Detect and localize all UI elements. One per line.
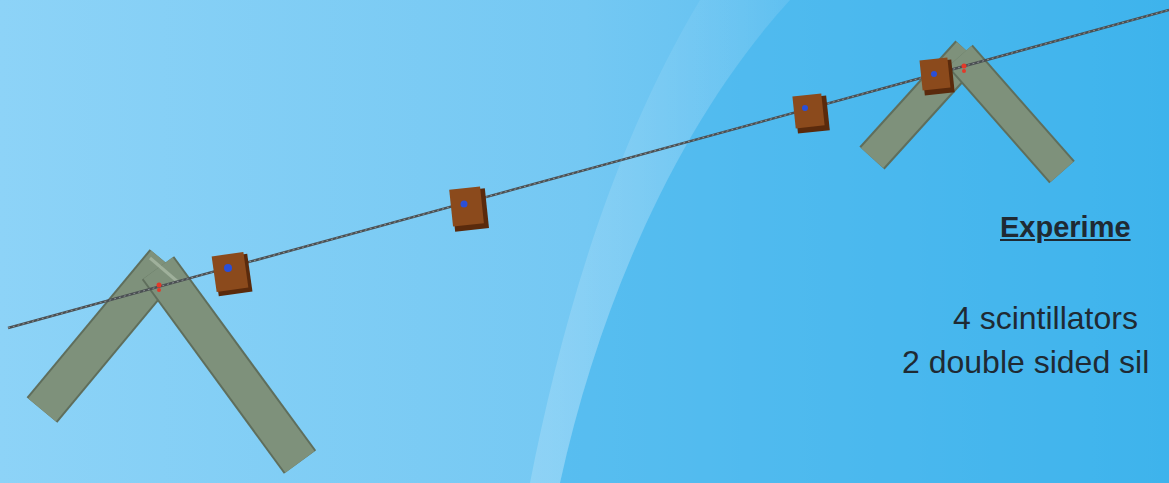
- scintillator-pair: [872, 52, 1062, 172]
- bullet-text: 4 scintillators: [953, 302, 1138, 334]
- particle-track-texture: [8, 10, 1169, 328]
- silicon-detector: [449, 186, 489, 231]
- slide-heading: Experime: [1000, 213, 1131, 242]
- particle-track: [8, 10, 1169, 328]
- silicon-detector: [212, 252, 253, 296]
- silicon-detector: [920, 58, 955, 96]
- background-swoosh: [560, 0, 1169, 483]
- hit-marker: [157, 64, 967, 293]
- scintillator-pair: [42, 258, 300, 462]
- silicon-detector: [792, 94, 829, 134]
- background-highlight: [530, 0, 790, 483]
- bullet-text: 2 double sided sil: [902, 346, 1149, 378]
